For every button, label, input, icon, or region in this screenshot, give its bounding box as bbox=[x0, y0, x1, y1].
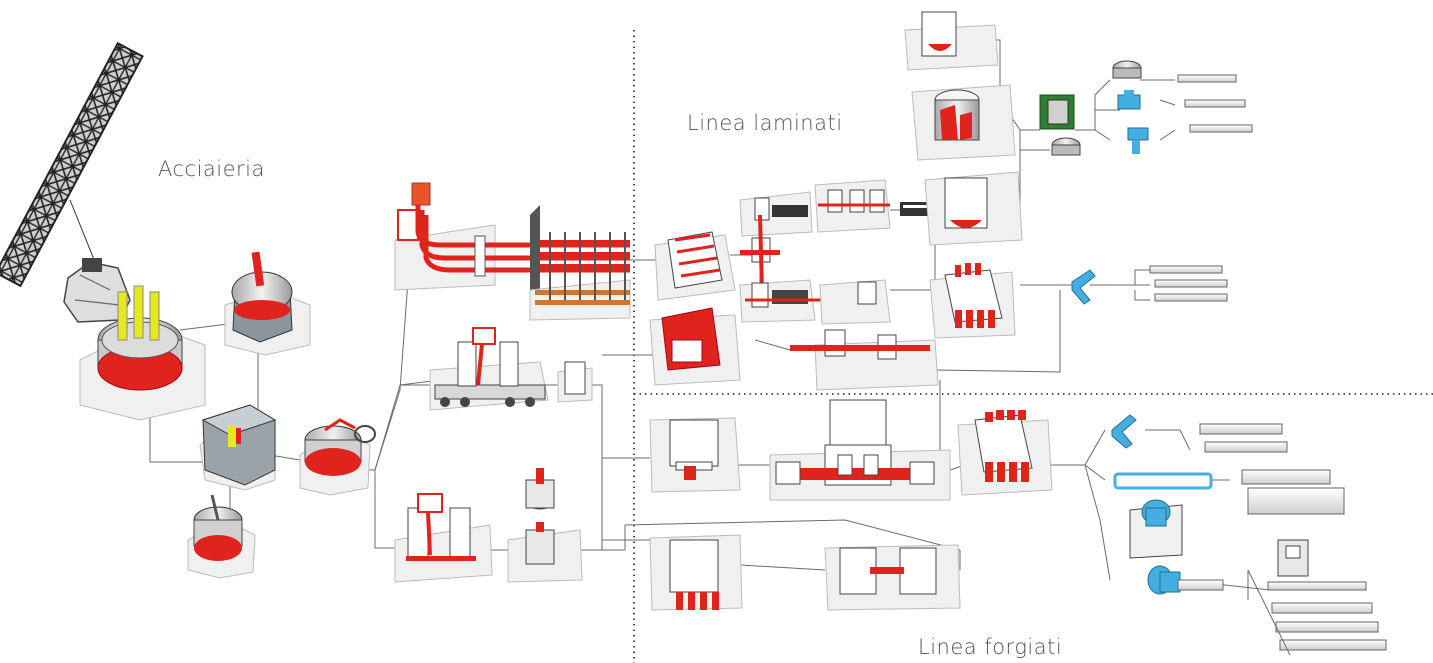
forging-furnace-1 bbox=[649, 417, 741, 493]
ring-rolling-mill bbox=[824, 544, 961, 611]
heat-treatment-furnace-rolling bbox=[929, 263, 1016, 339]
electrode-1 bbox=[117, 291, 128, 341]
shear-blue-rolling bbox=[1071, 269, 1096, 305]
spool-lower bbox=[1051, 137, 1081, 156]
heat-treatment-furnace-forging bbox=[649, 534, 743, 611]
ladle-furnace bbox=[224, 251, 311, 356]
ingot-casting-car bbox=[429, 327, 549, 411]
upper-furnace-1 bbox=[904, 11, 999, 71]
small-ladle bbox=[187, 494, 256, 579]
section-label-rolling-line: Linea laminati bbox=[687, 111, 843, 135]
reheating-box bbox=[649, 307, 741, 386]
finished-bars-forging bbox=[1199, 423, 1387, 651]
esr-remelting bbox=[507, 468, 583, 583]
straightening-line bbox=[1113, 472, 1213, 490]
grinding-machine bbox=[1147, 565, 1224, 595]
forging-furnace-2 bbox=[957, 410, 1053, 496]
upper-furnace-3 bbox=[924, 171, 1023, 246]
finishing-mill-upper bbox=[814, 179, 891, 233]
section-label-forging-line: Linea forgiati bbox=[918, 635, 1062, 659]
roughing-mill bbox=[739, 191, 813, 291]
ingot-mould-small bbox=[557, 361, 593, 403]
peeling-machine bbox=[1129, 499, 1183, 559]
inspection-cabinet bbox=[1277, 539, 1309, 577]
spool-upper bbox=[1112, 60, 1142, 79]
electric-arc-furnace bbox=[79, 285, 206, 421]
vacuum-degassing bbox=[199, 404, 277, 491]
electrode-3 bbox=[149, 291, 160, 341]
ladle-electrode bbox=[251, 251, 265, 287]
ladle-transfer bbox=[299, 418, 376, 496]
reheating-furnace bbox=[654, 231, 736, 301]
section-mill bbox=[790, 329, 939, 391]
shear-blue-forging bbox=[1111, 414, 1137, 449]
crane-cable bbox=[69, 199, 96, 263]
electrode-2 bbox=[133, 285, 144, 339]
straightener-blue-1 bbox=[1117, 90, 1141, 110]
cooling-bed bbox=[529, 232, 631, 321]
upper-furnace-2 bbox=[911, 84, 1016, 161]
intermediate-mill bbox=[739, 279, 880, 323]
bar-mill bbox=[819, 279, 891, 325]
continuous-caster bbox=[394, 182, 630, 310]
wire-drawing-machine bbox=[1039, 94, 1075, 130]
crane-boom bbox=[0, 41, 144, 288]
forging-press bbox=[769, 399, 951, 501]
section-dividers bbox=[633, 30, 1433, 663]
straightener-blue-2 bbox=[1127, 127, 1149, 154]
finished-bars-rolling bbox=[1149, 74, 1253, 302]
scrap-bucket bbox=[63, 258, 131, 323]
section-label-steelworks: Acciaieria bbox=[158, 157, 265, 181]
ingot-casting-pit bbox=[394, 493, 493, 583]
